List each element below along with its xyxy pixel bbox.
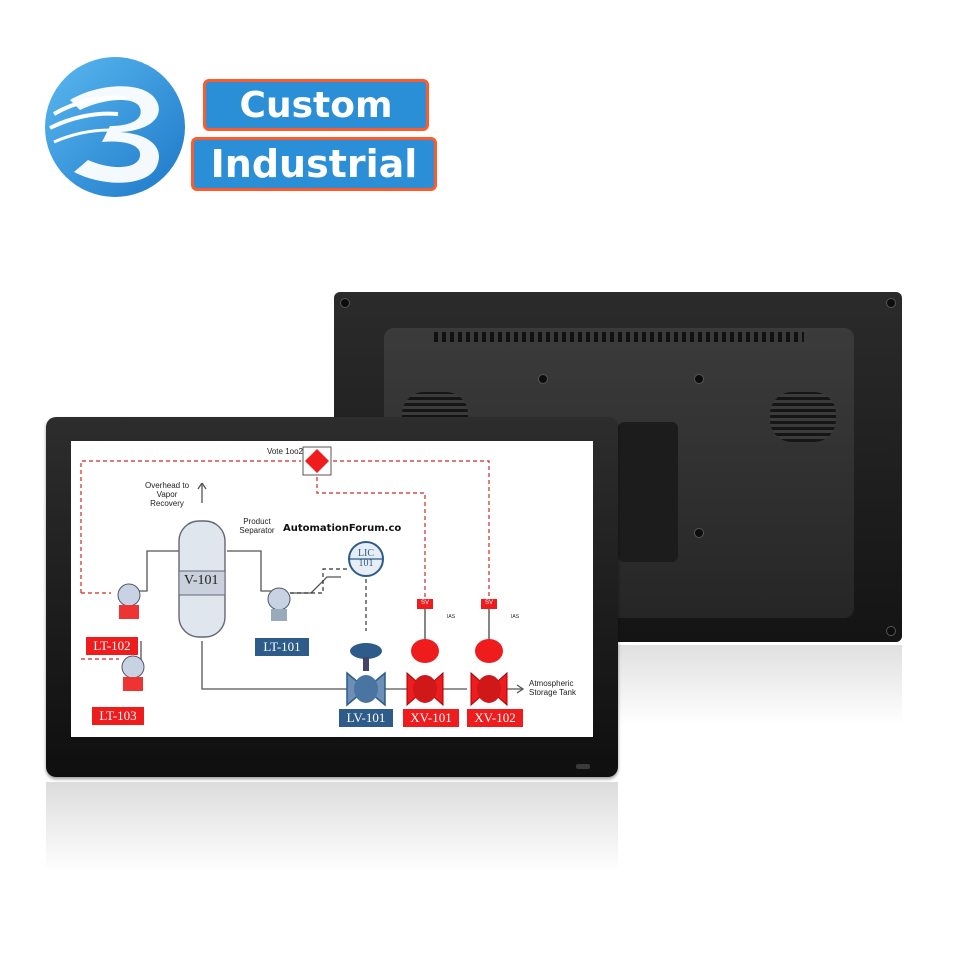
vote-label: Vote 1oo2: [266, 447, 303, 456]
tag-lt101: LT-101: [255, 638, 309, 656]
tag-lv101: LV-101: [339, 709, 393, 727]
sv-label-2: SV: [484, 600, 493, 606]
lt101-transmitter-icon: [267, 587, 291, 621]
tag-lt102: LT-102: [86, 637, 138, 655]
watermark-text: AutomationForum.co: [283, 523, 402, 534]
screw-icon: [886, 298, 896, 308]
screw-icon: [694, 374, 704, 384]
screw-icon: [694, 528, 704, 538]
brand-logo-icon: [40, 52, 190, 202]
lt103-transmitter-icon: [121, 655, 145, 691]
brand-text-industrial: Industrial: [191, 137, 437, 191]
ias-label-1: IAS: [446, 614, 456, 620]
hmi-screen: Vote 1oo2 Overhead to Vapor Recovery Pro…: [71, 441, 593, 737]
vote-diamond-icon: [305, 449, 329, 473]
vessel-v101: [178, 520, 226, 638]
tag-xv102: XV-102: [467, 709, 523, 727]
front-monitor-reflection: [46, 782, 618, 872]
sv-label-1: SV: [420, 600, 429, 606]
ias-label-2: IAS: [510, 614, 520, 620]
power-led-icon: [576, 764, 590, 769]
vent-grille-top: [434, 332, 804, 342]
screw-icon: [340, 298, 350, 308]
xv101-valve-icon: [406, 599, 444, 707]
xv102-valve-icon: [470, 599, 508, 707]
tag-lt103: LT-103: [92, 707, 144, 725]
separator-label: Product Separator: [239, 517, 275, 535]
atmospheric-tank-label: Atmospheric Storage Tank: [529, 679, 576, 697]
screw-icon: [886, 626, 896, 636]
pid-diagram: [80, 446, 525, 707]
lic-label: LIC 101: [357, 548, 375, 569]
lt102-transmitter-icon: [117, 583, 141, 619]
back-bracket: [618, 422, 678, 562]
brand-text-custom: Custom: [203, 79, 429, 131]
vessel-v101-label: V-101: [184, 573, 219, 588]
overhead-label: Overhead to Vapor Recovery: [144, 481, 190, 508]
tag-xv101: XV-101: [403, 709, 459, 727]
lv101-control-valve-icon: [346, 643, 386, 707]
screw-icon: [538, 374, 548, 384]
vent-grille-right: [770, 392, 836, 442]
